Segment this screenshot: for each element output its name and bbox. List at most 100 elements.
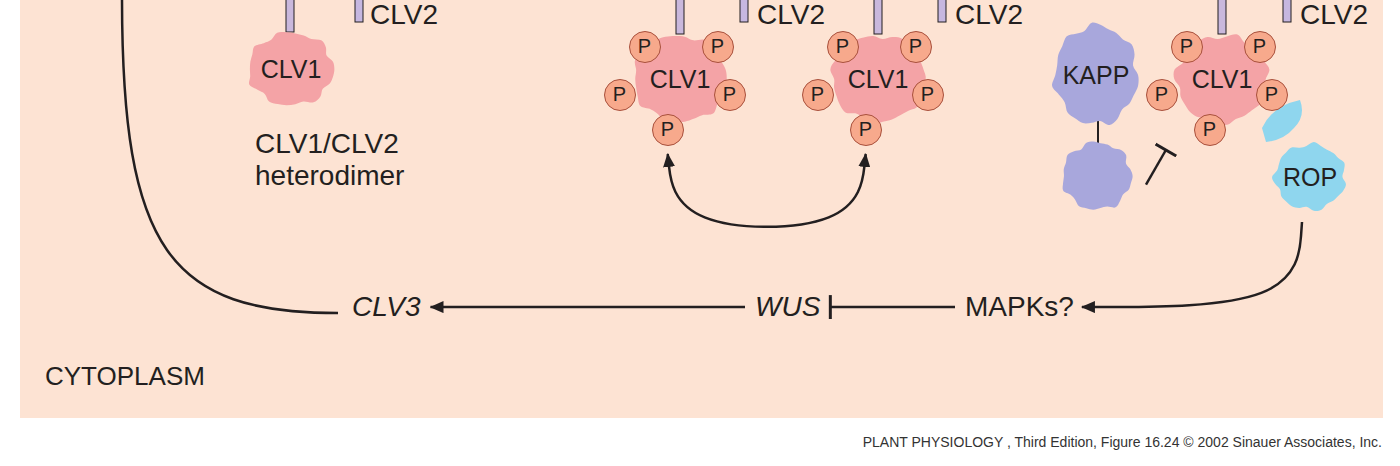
protein-outline <box>1048 18 1144 214</box>
text-holder: ROP <box>1270 140 1350 214</box>
phosphate-group: P <box>900 31 932 63</box>
text-holder: P <box>630 32 659 61</box>
protein-name: CLV2 <box>1300 0 1368 30</box>
text-holder: P <box>703 32 732 61</box>
protein-name: CLV1 <box>650 65 711 94</box>
kinase-cascade: MAPKs? <box>965 291 1074 323</box>
text-holder: P <box>803 80 832 109</box>
phosphate-label: P <box>921 83 934 106</box>
figure-caption: PLANT PHYSIOLOGY , Third Edition, Figure… <box>863 434 1382 450</box>
gene-name: CLV3 <box>352 291 421 323</box>
phosphorylated-receptor: CLV1PPPPP <box>1144 28 1290 148</box>
phosphate-label: P <box>661 118 674 141</box>
phosphate-group: P <box>604 79 636 111</box>
inhibition-line <box>1146 150 1166 185</box>
clv1-stalk <box>1218 0 1226 34</box>
cytoplasm-ground <box>20 0 1383 418</box>
protein-shape <box>1052 23 1139 125</box>
phosphate-group: P <box>850 114 882 146</box>
text-holder: P <box>901 32 930 61</box>
inhibition-line <box>830 306 955 309</box>
protein-name: KAPP <box>1063 61 1130 90</box>
phosphate-label: P <box>859 118 872 141</box>
phosphate-label: P <box>1265 83 1278 106</box>
compartment-label: CYTOPLASM <box>45 361 205 391</box>
phosphate-label: P <box>1180 35 1193 58</box>
clv2-stalk <box>938 0 946 22</box>
label-holder: CLV2 <box>1300 0 1368 31</box>
phosphate-group: P <box>1146 79 1178 111</box>
phosphorylated-receptor: CLV1PPPPP <box>602 28 748 148</box>
phosphate-label: P <box>836 35 849 58</box>
phosphate-group: P <box>1171 31 1203 63</box>
arrow-line <box>668 154 866 227</box>
text-holder: WUS <box>755 291 820 323</box>
phosphate-label: P <box>638 35 651 58</box>
clv2-stalk <box>1283 0 1291 22</box>
phosphate-group: P <box>912 79 944 111</box>
label-holder: CLV2 <box>370 0 438 31</box>
protein-name: CLV2 <box>955 0 1023 30</box>
text-holder: P <box>851 115 880 144</box>
protein-shape <box>1272 142 1346 211</box>
text-holder: MAPKs? <box>965 291 1074 323</box>
phosphate-label: P <box>909 35 922 58</box>
label-holder: CYTOPLASM <box>45 362 205 392</box>
text-holder: P <box>653 115 682 144</box>
clv2-stalk <box>355 0 363 22</box>
text-holder: P <box>913 80 942 109</box>
phosphate-label: P <box>1253 35 1266 58</box>
label-holder: CLV2 <box>955 0 1023 31</box>
phosphatase-protein: KAPP <box>1048 18 1144 214</box>
protein-name: CLV1 <box>848 65 909 94</box>
label-holder: CLV1/CLV2 heterodimer <box>255 128 475 192</box>
protein-shape <box>830 36 925 125</box>
receptor-kinase: CLV1 <box>243 28 339 110</box>
phosphate-group: P <box>827 31 859 63</box>
text-holder: CLV1 <box>243 28 339 110</box>
text-holder: P <box>1245 32 1274 61</box>
phosphate-group: P <box>652 114 684 146</box>
complex-label: CLV1/CLV2 heterodimer <box>255 128 475 192</box>
phosphate-label: P <box>1155 83 1168 106</box>
phosphate-label: P <box>811 83 824 106</box>
clv2-stalk <box>740 0 748 22</box>
text-holder: P <box>1147 80 1176 109</box>
phosphate-group: P <box>629 31 661 63</box>
protein-name: CLV2 <box>370 0 438 30</box>
protein-name: CLV1 <box>1192 65 1253 94</box>
arrow-line <box>431 306 746 309</box>
gene-name: WUS <box>755 291 820 323</box>
text-holder: KAPP <box>1048 18 1144 132</box>
text-holder: P <box>605 80 634 109</box>
protein-name: CLV2 <box>757 0 825 30</box>
caption-holder: PLANT PHYSIOLOGY , Third Edition, Figure… <box>863 433 1382 451</box>
phosphorylated-receptor: CLV1PPPPP <box>800 28 946 148</box>
phosphate-group: P <box>1256 79 1288 111</box>
text-holder: P <box>1195 115 1224 144</box>
text-holder: P <box>1172 32 1201 61</box>
phosphatase-domain <box>1063 141 1133 209</box>
clv1-stalk <box>874 0 882 34</box>
protein-shape <box>249 32 334 105</box>
clv1-stalk <box>676 0 684 34</box>
protein-shape <box>635 36 727 123</box>
phosphate-label: P <box>613 83 626 106</box>
text-holder: CLV3 <box>352 291 421 323</box>
phosphate-group: P <box>1244 31 1276 63</box>
phosphate-group: P <box>702 31 734 63</box>
phosphate-group: P <box>714 79 746 111</box>
clv1-stalk <box>286 0 294 32</box>
phosphate-group: P <box>802 79 834 111</box>
protein-name: CLV1 <box>261 55 322 84</box>
gene-name: WUS <box>755 291 820 323</box>
protein-name: ROP <box>1283 163 1337 192</box>
phosphate-label: P <box>723 83 736 106</box>
phosphate-label: P <box>711 35 724 58</box>
gtpase-protein: ROP <box>1270 140 1350 214</box>
kinase-name: MAPKs? <box>965 291 1074 323</box>
text-holder: P <box>828 32 857 61</box>
text-holder: P <box>715 80 744 109</box>
label-holder: CLV2 <box>757 0 825 31</box>
